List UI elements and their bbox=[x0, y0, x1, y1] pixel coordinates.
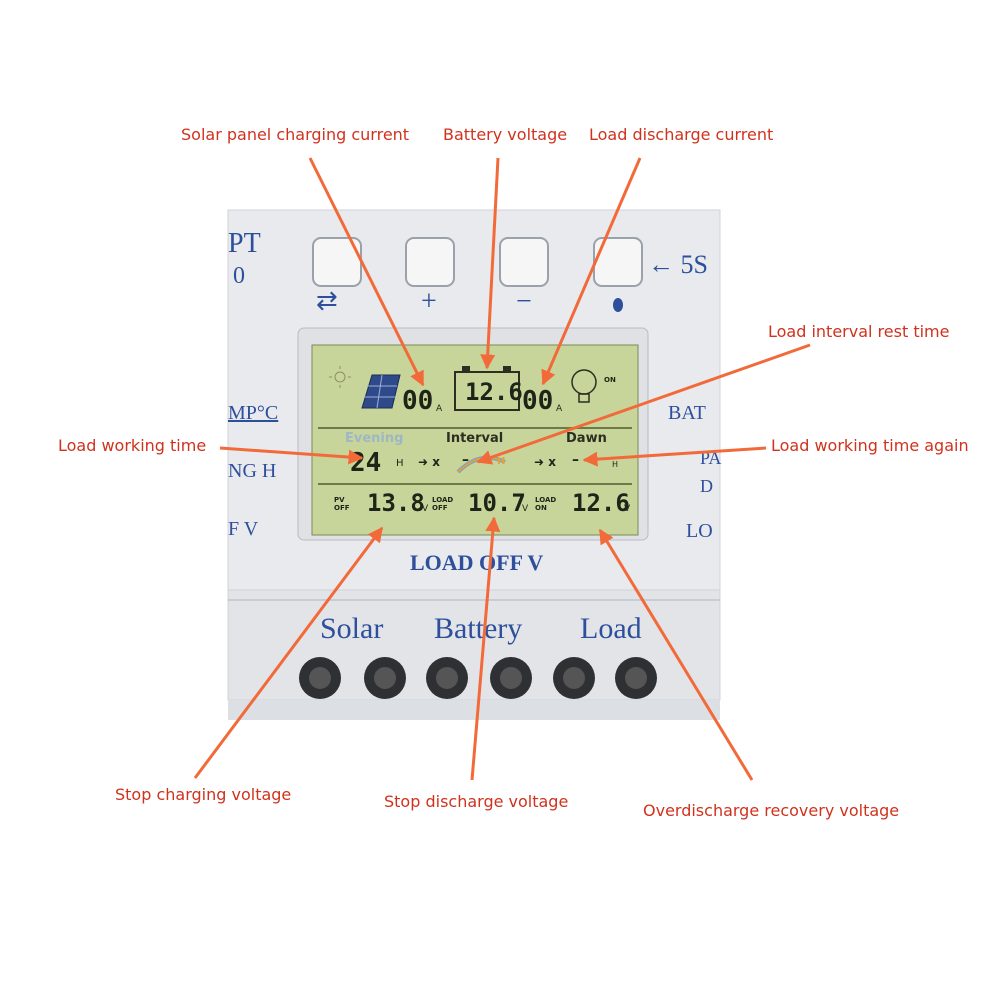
lcd-unit-h-2: H bbox=[612, 460, 619, 469]
lcd-load-on-value: 12.6 bbox=[572, 489, 630, 517]
lcd-pv-off-value: 13.8 bbox=[367, 489, 425, 517]
lcd-evening-label: Evening bbox=[345, 431, 404, 446]
swap-arrows-icon: ⇄ bbox=[316, 286, 338, 315]
lcd-interval-h: H bbox=[497, 456, 506, 467]
swap-button[interactable] bbox=[312, 237, 362, 287]
panel-h-label: NG H bbox=[228, 460, 277, 482]
lcd-unit-v-3: V bbox=[624, 504, 631, 514]
panel-pa-label: PA bbox=[700, 448, 722, 468]
lcd-interval-dash: – bbox=[462, 452, 469, 468]
terminal-load-label: Load bbox=[580, 612, 642, 645]
lcd-battery-voltage: 12.6 bbox=[465, 378, 523, 406]
terminal-battery-label: Battery bbox=[434, 612, 523, 645]
lcd-unit-a-1: A bbox=[436, 404, 443, 414]
callout-load-working-time: Load working time bbox=[58, 436, 207, 455]
bulb-icon bbox=[613, 298, 623, 312]
lcd-load-on-label: LOAD ON bbox=[535, 496, 557, 512]
lcd-unit-h-1: H bbox=[396, 458, 404, 469]
minus-icon: − bbox=[516, 286, 532, 317]
lcd-dawn-label: Dawn bbox=[566, 431, 607, 446]
callout-solar-current: Solar panel charging current bbox=[181, 125, 410, 144]
load-off-panel-label: LOAD OFF V bbox=[410, 550, 544, 575]
callout-overdischarge-recovery: Overdischarge recovery voltage bbox=[643, 801, 900, 820]
lcd-load-off-value: 10.7 bbox=[468, 489, 526, 517]
minus-button[interactable] bbox=[499, 237, 549, 287]
lcd-on-label: ON bbox=[604, 376, 616, 384]
callout-stop-charging: Stop charging voltage bbox=[115, 785, 292, 804]
callout-stop-discharge: Stop discharge voltage bbox=[384, 792, 569, 811]
lcd-unit-v-1: V bbox=[422, 504, 429, 514]
terminal-solar-label: Solar bbox=[320, 612, 384, 645]
panel-v-label: F V bbox=[228, 518, 259, 540]
lcd-dawn-arrow: ➜ x bbox=[534, 455, 556, 469]
lcd-evening-arrow: ➜ x bbox=[418, 455, 440, 469]
callout-load-current: Load discharge current bbox=[589, 125, 774, 144]
callout-load-interval: Load interval rest time bbox=[768, 322, 950, 341]
panel-lo-label: LO bbox=[686, 520, 713, 542]
light-button[interactable] bbox=[593, 237, 643, 287]
controller-base bbox=[228, 700, 720, 720]
panel-5s-label: ← 5S bbox=[648, 250, 708, 279]
callout-battery-voltage: Battery voltage bbox=[443, 125, 568, 144]
panel-model-text: PT bbox=[228, 228, 261, 259]
panel-bat-label: BAT bbox=[668, 402, 706, 424]
lcd-load-current: 00 bbox=[522, 386, 554, 416]
panel-d-label: D bbox=[700, 476, 713, 496]
lcd-interval-label: Interval bbox=[446, 431, 504, 446]
lcd-evening-hours: 24 bbox=[350, 448, 382, 478]
plus-button[interactable] bbox=[405, 237, 455, 287]
lcd-solar-current: 00 bbox=[402, 386, 434, 416]
lcd-unit-v-2: V bbox=[522, 504, 529, 514]
lcd-pv-off-label: PV OFF bbox=[334, 496, 350, 512]
panel-model-sub: 0 bbox=[233, 263, 245, 289]
lcd-unit-a-2: A bbox=[556, 404, 563, 414]
panel-temp-label: MP°C bbox=[228, 402, 279, 424]
lcd-dawn-dash: – bbox=[572, 452, 579, 468]
plus-icon: + bbox=[421, 286, 437, 317]
lcd-load-off-label: LOAD OFF bbox=[432, 496, 454, 512]
callout-load-working-time-again: Load working time again bbox=[771, 436, 969, 455]
